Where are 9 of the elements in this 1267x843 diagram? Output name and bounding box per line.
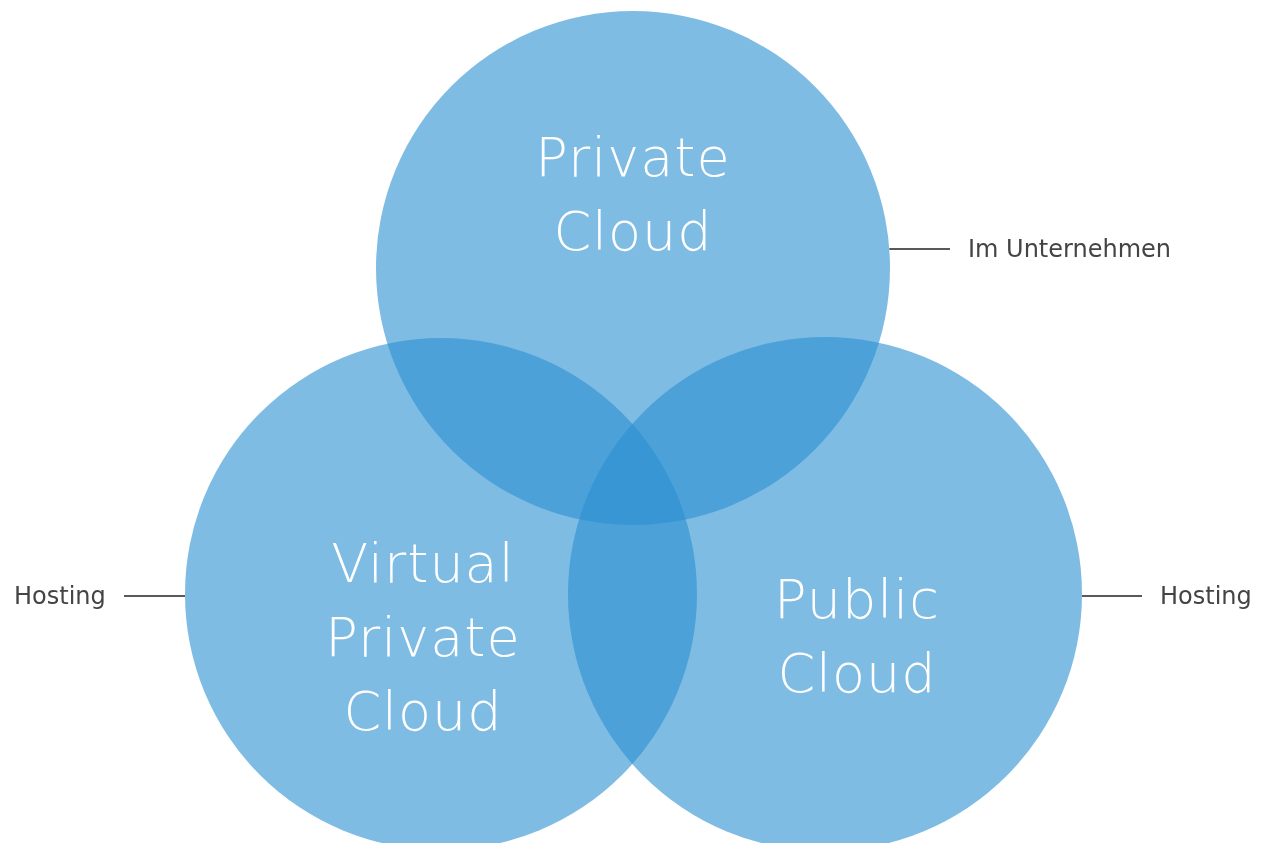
annotation-label: Hosting xyxy=(14,581,124,611)
circle-label: Private Cloud xyxy=(534,125,732,265)
circle-label: Public Cloud xyxy=(773,567,941,707)
leader-line xyxy=(888,248,951,250)
annotation-label: Hosting xyxy=(1142,581,1252,611)
leader-line xyxy=(1081,595,1143,597)
annotation-label: Im Unternehmen xyxy=(950,234,1172,264)
circle-label: Virtual Private Cloud xyxy=(324,531,522,745)
leader-line xyxy=(123,595,186,597)
